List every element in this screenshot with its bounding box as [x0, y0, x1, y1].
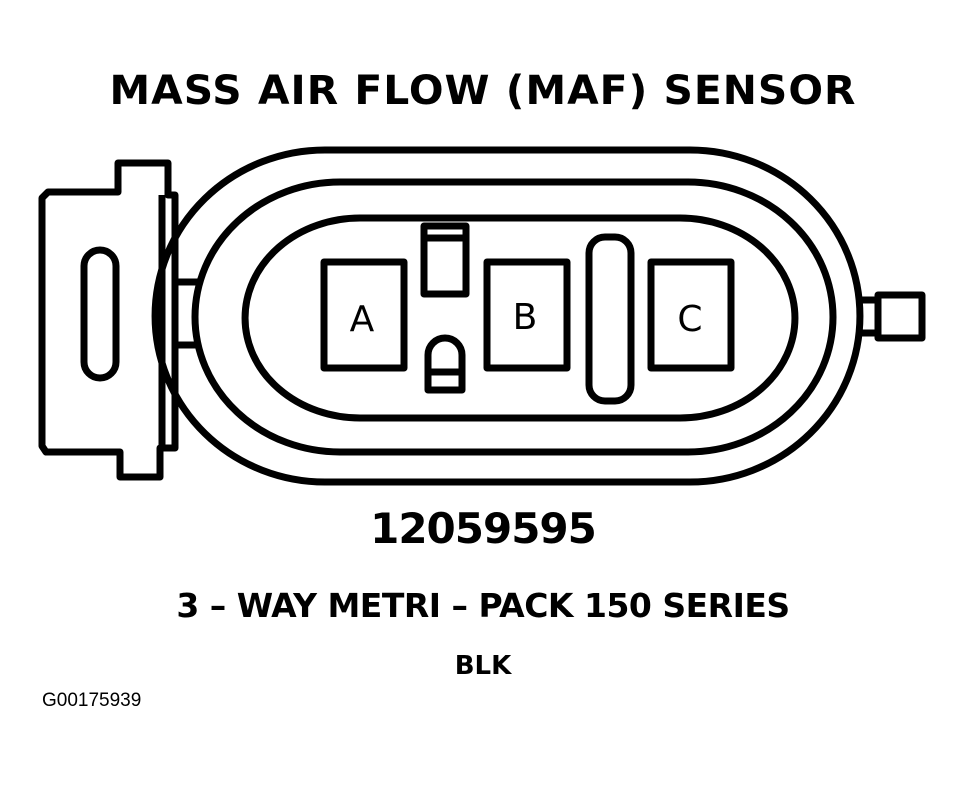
connector-middle-shell — [191, 178, 837, 456]
connector-diagram: A B C — [38, 146, 926, 486]
latch-slot — [80, 246, 120, 382]
connector-color: BLK — [454, 651, 512, 681]
separator-bar — [585, 233, 635, 405]
figure-id: G00175939 — [42, 690, 142, 711]
connector-description: 3 – WAY METRI – PACK 150 SERIES — [176, 586, 790, 625]
keying-post — [420, 222, 470, 298]
connector-outer-shell — [151, 146, 864, 486]
terminal-c-cavity — [647, 258, 735, 372]
latch-housing — [38, 159, 179, 481]
connector-inner-shell — [241, 214, 799, 422]
latch-tab — [175, 278, 198, 349]
part-number: 12059595 — [370, 504, 597, 553]
terminal-b-cavity — [483, 258, 571, 372]
terminal-b-label: B — [513, 297, 538, 338]
terminal-a-label: A — [350, 299, 375, 340]
terminal-a-cavity — [320, 258, 408, 372]
key-peg — [424, 334, 466, 394]
right-stub — [860, 291, 926, 342]
terminal-c-label: C — [677, 299, 702, 340]
diagram-title: MASS AIR FLOW (MAF) SENSOR — [109, 68, 857, 114]
